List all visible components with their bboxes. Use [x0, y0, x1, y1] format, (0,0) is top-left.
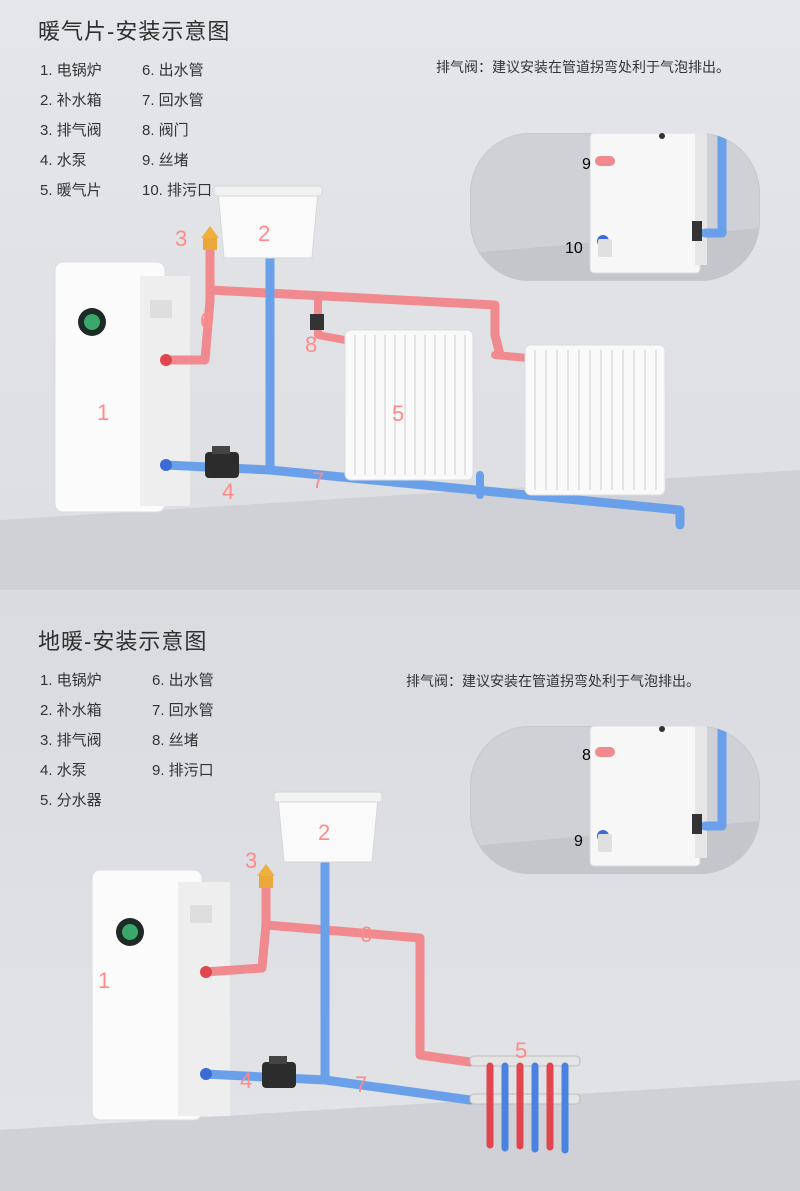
electric-boiler [54, 261, 190, 513]
legend-item: 8. 阀门 [142, 122, 189, 139]
marker-return: 7 [312, 468, 324, 493]
legend-item: 3. 排气阀 [40, 732, 102, 749]
inset-illustration: 9 10 [470, 133, 760, 281]
legend-column-2: 6. 出水管 7. 回水管 8. 阀门 9. 丝堵 10. 排污口 [142, 56, 212, 206]
legend-item: 1. 电锅炉 [40, 62, 102, 79]
inset-detail: 9 10 [470, 133, 760, 281]
return-port [200, 1068, 212, 1080]
legend-item: 2. 补水箱 [40, 702, 102, 719]
vent-note: 排气阀：建议安装在管道拐弯处利于气泡排出。 [436, 59, 730, 75]
air-vent [257, 864, 275, 888]
marker-outlet: 6 [200, 308, 212, 333]
legend-item: 6. 出水管 [142, 62, 204, 79]
makeup-water-tank [273, 791, 383, 863]
electric-boiler [91, 869, 230, 1121]
valve-icon [310, 314, 324, 330]
marker-vent: 3 [245, 848, 257, 873]
inset-detail: 8 9 [470, 726, 760, 874]
outlet-pipe-riser [160, 243, 215, 365]
legend-column-1: 1. 电锅炉 2. 补水箱 3. 排气阀 4. 水泵 5. 暖气片 [40, 56, 102, 206]
radiator-2 [524, 344, 666, 496]
outlet-pipe [261, 920, 475, 1067]
marker-valve: 8 [305, 332, 317, 357]
marker-outlet: 6 [360, 922, 372, 947]
marker-manifold: 5 [515, 1038, 527, 1063]
legend-column-1: 1. 电锅炉 2. 补水箱 3. 排气阀 4. 水泵 5. 分水器 [40, 666, 102, 816]
legend-item: 1. 电锅炉 [40, 672, 102, 689]
inset-illustration: 8 9 [470, 726, 760, 874]
marker-tank: 2 [318, 820, 330, 845]
outlet-pipe-riser [200, 880, 271, 977]
marker-pump: 4 [240, 1068, 252, 1093]
radiator-1 [344, 329, 474, 481]
water-pump [262, 1056, 296, 1088]
outlet-branch-2 [491, 351, 532, 362]
floor [0, 1080, 800, 1191]
marker-boiler: 1 [98, 968, 110, 993]
legend-item: 6. 出水管 [152, 672, 214, 689]
marker-vent: 3 [175, 226, 187, 251]
marker-return: 7 [355, 1072, 367, 1097]
outlet-port [200, 966, 212, 978]
legend-item: 7. 回水管 [152, 702, 214, 719]
return-port [160, 459, 172, 471]
floor-heating-diagram-panel: 地暖-安装示意图 1. 电锅炉 2. 补水箱 3. 排气阀 4. 水泵 5. 分… [0, 600, 800, 1191]
legend-item: 5. 暖气片 [40, 182, 102, 199]
legend-item: 2. 补水箱 [40, 92, 102, 109]
marker-tank: 2 [258, 221, 270, 246]
legend-item: 9. 排污口 [152, 762, 214, 779]
legend-item: 3. 排气阀 [40, 122, 102, 139]
inset-marker-drain: 9 [574, 833, 583, 850]
makeup-water-tank [213, 185, 323, 259]
radiator-diagram-panel: 暖气片-安装示意图 1. 电锅炉 2. 补水箱 3. 排气阀 4. 水泵 5. … [0, 0, 800, 590]
legend-item: 5. 分水器 [40, 792, 102, 809]
return-pipe [200, 1069, 475, 1105]
manifold [469, 1055, 581, 1154]
legend-item: 10. 排污口 [142, 182, 213, 199]
floor-heating-installation-illustration: 1 2 3 4 5 6 7 [0, 791, 800, 1191]
vent-note: 排气阀：建议安装在管道拐弯处利于气泡排出。 [406, 673, 700, 689]
legend-item: 7. 回水管 [142, 92, 204, 109]
legend-item: 4. 水泵 [40, 152, 87, 169]
marker-pump: 4 [222, 479, 234, 504]
page-title: 地暖-安装示意图 [38, 629, 208, 654]
inset-marker-drain: 10 [565, 240, 583, 257]
outlet-port [160, 354, 172, 366]
legend-item: 9. 丝堵 [142, 152, 189, 169]
radiator-installation-illustration: 1 2 3 4 5 6 7 8 [0, 185, 800, 590]
marker-boiler: 1 [97, 400, 109, 425]
inset-marker-plug: 9 [582, 156, 591, 173]
marker-radiator: 5 [392, 401, 404, 426]
water-pump [205, 446, 239, 478]
legend-item: 8. 丝堵 [152, 732, 199, 749]
outlet-pipe [205, 285, 505, 360]
inset-marker-plug: 8 [582, 747, 591, 764]
page-title: 暖气片-安装示意图 [38, 19, 231, 44]
legend-item: 4. 水泵 [40, 762, 87, 779]
air-vent [201, 226, 219, 250]
outlet-branch [314, 293, 349, 344]
legend-column-2: 6. 出水管 7. 回水管 8. 丝堵 9. 排污口 [152, 666, 214, 786]
